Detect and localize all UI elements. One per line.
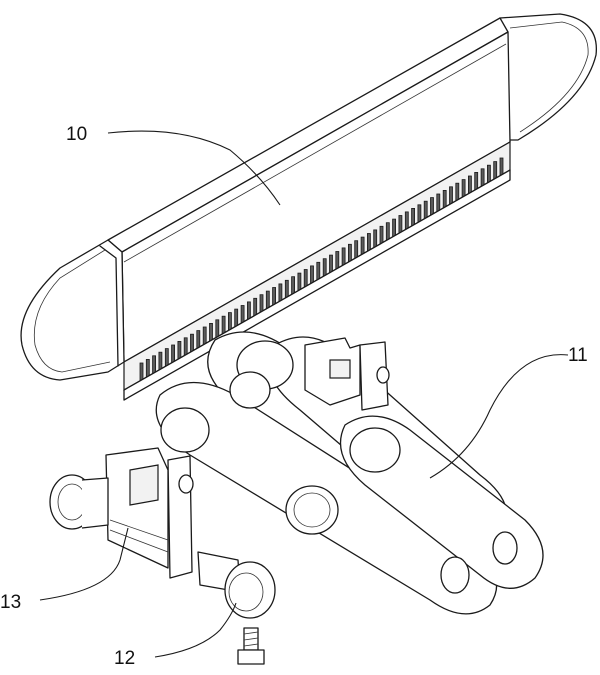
label-10: 10 <box>66 124 87 145</box>
label-group-12: 12 <box>114 602 237 669</box>
label-group-13: 13 <box>0 527 129 613</box>
part-12-pin <box>197 551 276 665</box>
upper-bracket <box>304 337 390 411</box>
label-group-10: 10 <box>66 124 281 206</box>
part-10-bar <box>20 13 597 401</box>
label-13: 13 <box>0 592 21 613</box>
label-11: 11 <box>568 345 588 366</box>
part-13-bracket <box>49 447 194 579</box>
label-12: 12 <box>114 648 135 669</box>
rack-teeth <box>139 157 504 384</box>
label-group-11: 11 <box>429 345 588 479</box>
